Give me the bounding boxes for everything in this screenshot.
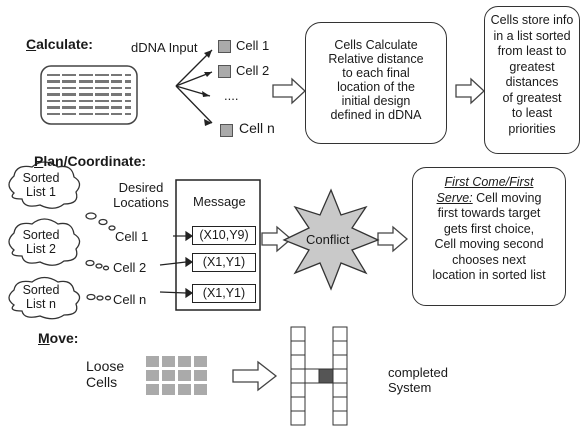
message-box-frame [175,179,261,311]
message-2: (X1,Y1) [192,253,256,272]
calc-cell-2: Cell 2 [236,63,270,78]
completed-system [290,326,348,426]
loose-cells-grid [146,356,210,398]
calc-cell-ellipsis: .... [224,88,239,103]
plan-cell-2: Cell 2 [113,260,147,275]
ddna-fan-arrowheads [202,50,212,126]
ddna-input-label: dDNA Input [131,40,198,55]
section-move: Move: [38,330,79,346]
thought-clouds [8,161,116,320]
first-come-first-serve-box: First Come/First Serve: Cell moving firs… [412,167,566,306]
ddna-fan-lines [175,49,213,124]
cell-square-1 [218,40,231,53]
store-info-box: Cells store info in a list sorted from l… [484,6,580,154]
plan-cell-1: Cell 1 [115,229,149,244]
message-n: (X1,Y1) [192,284,256,303]
cell-square-2 [218,65,231,78]
section-plan: Plan/Coordinate: [34,153,147,169]
conflict-label: Conflict [306,232,350,247]
message-1: (X10,Y9) [192,226,256,245]
calculate-distance-box: Cells Calculate Relative distance to eac… [305,22,447,144]
calc-cell-1: Cell 1 [236,38,270,53]
cell-square-n [220,124,233,137]
conflict-starburst [282,188,380,291]
section-calculate: Calculate: [26,36,93,52]
message-connectors [159,230,194,299]
plan-cell-n: Cell n [113,292,147,307]
calc-cell-n: Cell n [239,120,275,136]
block-arrows [232,77,485,392]
ddna-barcode [47,72,131,116]
message-title: Message [193,194,246,209]
